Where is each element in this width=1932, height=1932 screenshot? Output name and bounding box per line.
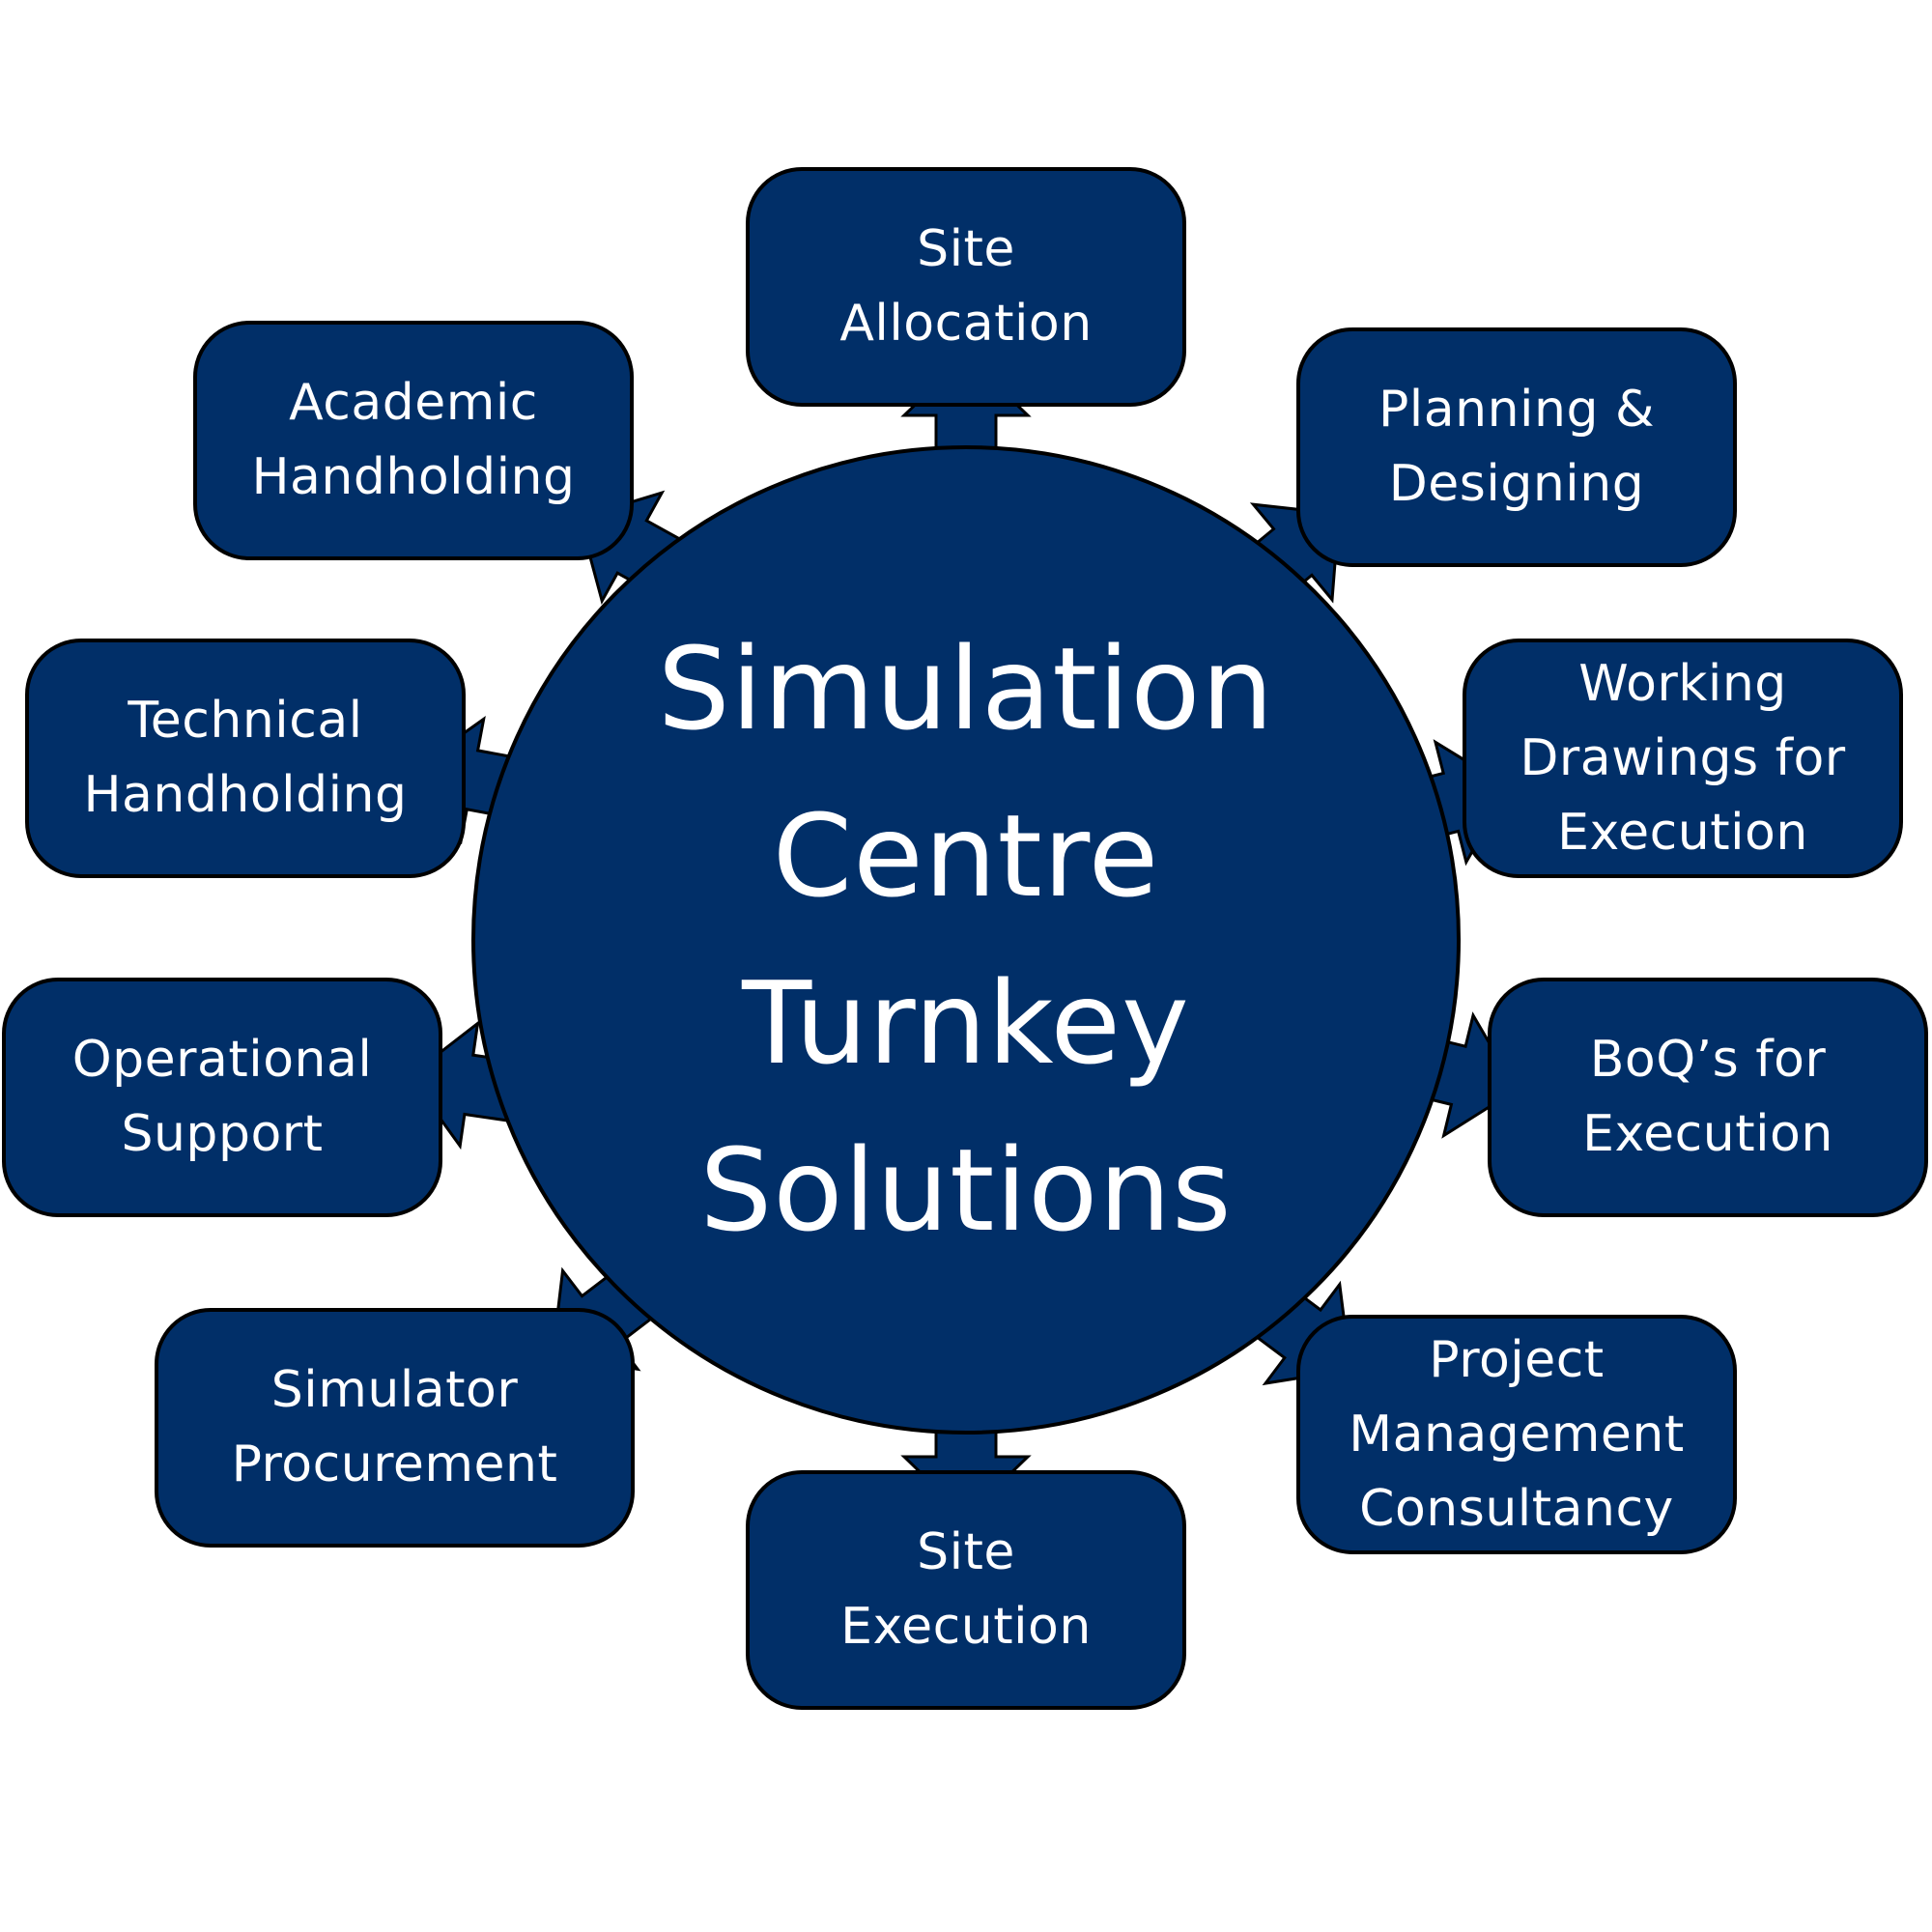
node-label-line: Allocation	[839, 295, 1093, 353]
node-label-line: Consultancy	[1359, 1479, 1674, 1538]
node-boqs: BoQ’s for Execution	[1488, 978, 1928, 1217]
node-label-line: Planning &	[1378, 381, 1656, 439]
node-operational-support: Operational Support	[2, 978, 442, 1217]
node-label-line: Procurement	[231, 1435, 558, 1493]
node-label-line: Handholding	[83, 766, 408, 824]
node-label-line: Execution	[840, 1598, 1092, 1656]
node-label-line: Operational	[71, 1031, 373, 1089]
node-academic-handholding: Academic Handholding	[193, 321, 634, 560]
node-label-line: Site	[917, 220, 1015, 278]
node-label-line: Academic	[289, 374, 538, 432]
node-label-line: Simulator	[270, 1361, 519, 1419]
node-label-line: Designing	[1388, 455, 1645, 513]
node-label-line: Working	[1578, 654, 1787, 713]
node-working-drawings: Working Drawings for Execution	[1463, 639, 1903, 878]
node-project-management: Project Management Consultancy	[1296, 1315, 1737, 1554]
node-label-line: Execution	[1557, 803, 1808, 862]
node-label-line: Drawings for	[1520, 728, 1846, 787]
node-label-line: BoQ’s for	[1589, 1031, 1827, 1089]
node-label-line: Handholding	[251, 448, 576, 506]
hub-label-line: Turnkey	[742, 956, 1190, 1090]
node-label-line: Technical	[128, 692, 363, 750]
node-label-line: Support	[121, 1105, 324, 1163]
node-technical-handholding: Technical Handholding	[25, 639, 466, 878]
node-label-line: Execution	[1582, 1105, 1833, 1163]
node-label-line: Project	[1429, 1330, 1605, 1389]
hub-label-line: Centre	[772, 789, 1160, 923]
node-site-execution: Site Execution	[746, 1470, 1186, 1710]
hub-label-line: Solutions	[699, 1123, 1233, 1257]
node-label-line: Management	[1349, 1405, 1685, 1463]
node-label-line: Site	[917, 1523, 1015, 1581]
node-simulator-procurement: Simulator Procurement	[155, 1308, 635, 1548]
hub-circle: Simulation Centre Turnkey Solutions	[471, 445, 1461, 1435]
node-site-allocation: Site Allocation	[746, 167, 1186, 407]
node-planning-designing: Planning & Designing	[1296, 327, 1737, 567]
hub-label-line: Simulation	[657, 622, 1275, 755]
